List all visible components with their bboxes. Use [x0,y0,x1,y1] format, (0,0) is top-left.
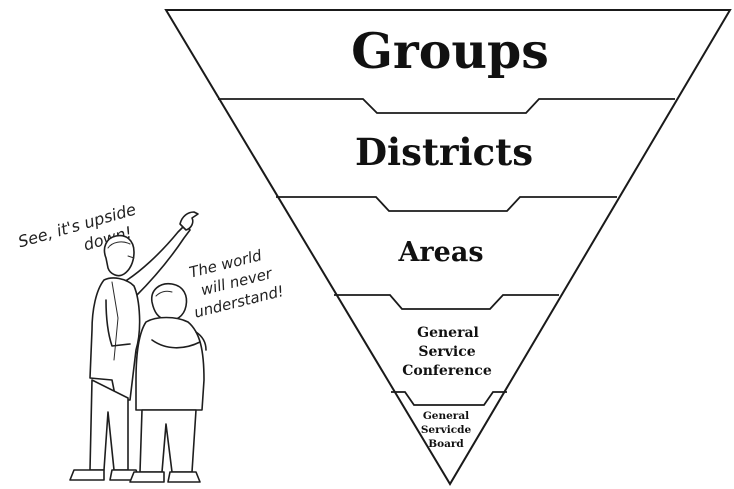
hair-line [155,290,173,297]
right-shoe [167,471,201,483]
tier-label-groups: Groups [351,22,549,80]
head-shape [150,282,188,322]
pointing-hand [179,211,199,231]
tier-label-districts: Districts [355,130,533,174]
hair-line [107,241,131,249]
legs [139,409,197,473]
left-shoe [69,469,105,481]
tier-label-line: Servicde [421,424,472,436]
inverted-triangle-outline [164,9,732,486]
lower-arm [105,299,131,347]
face-line [127,255,135,259]
jacket [89,277,141,401]
tier-label-line: Service [418,344,475,360]
cartoon-man-pointing [69,211,199,481]
head-shape [103,234,135,277]
tier-label-line: General [417,325,479,341]
cartoon-man-looking [129,282,207,483]
tier-label-line: Conference [402,363,492,379]
hand [195,331,207,351]
divider-4 [391,391,507,406]
divider-3 [334,294,559,310]
folded-arm [151,339,201,349]
body [135,316,205,411]
tier-label-general-service-board: General Servicde Board [421,410,472,450]
divider-2 [276,196,617,212]
tier-label-areas: Areas [397,237,483,268]
left-shoe [129,471,165,483]
speech-text-right: The world will never understand! [187,246,285,321]
divider-1 [218,98,675,114]
raised-arm [123,223,191,297]
tier-label-general-service-conference: General Service Conference [402,325,492,379]
tier-label-line: General [423,410,469,422]
tier-label-line: Board [428,438,464,450]
